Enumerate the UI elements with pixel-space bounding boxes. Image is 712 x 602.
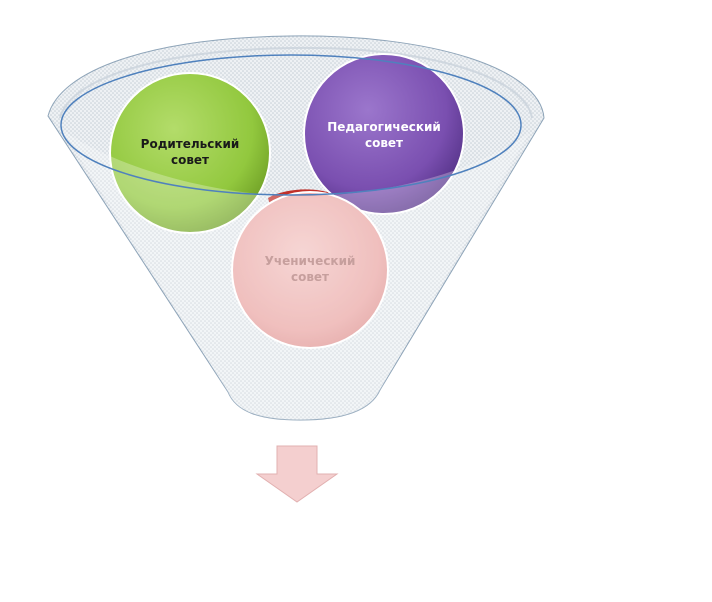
funnel-rim bbox=[60, 54, 522, 196]
circle-parent-council-line2: совет bbox=[171, 153, 209, 167]
arrow-down-icon bbox=[255, 445, 339, 503]
circle-student-council-line1: Ученический bbox=[265, 254, 356, 268]
circle-student-council-line2: совет bbox=[291, 270, 329, 284]
circle-parent-council-line1: Родительский bbox=[141, 137, 240, 151]
circle-pedagogical-council-line1: Педагогический bbox=[327, 120, 441, 134]
circle-pedagogical-council: Педагогический совет bbox=[303, 53, 465, 215]
funnel-front-overlay bbox=[62, 130, 530, 420]
circle-student-council: Ученический совет bbox=[231, 191, 389, 349]
circle-pedagogical-council-line2: совет bbox=[365, 136, 403, 150]
